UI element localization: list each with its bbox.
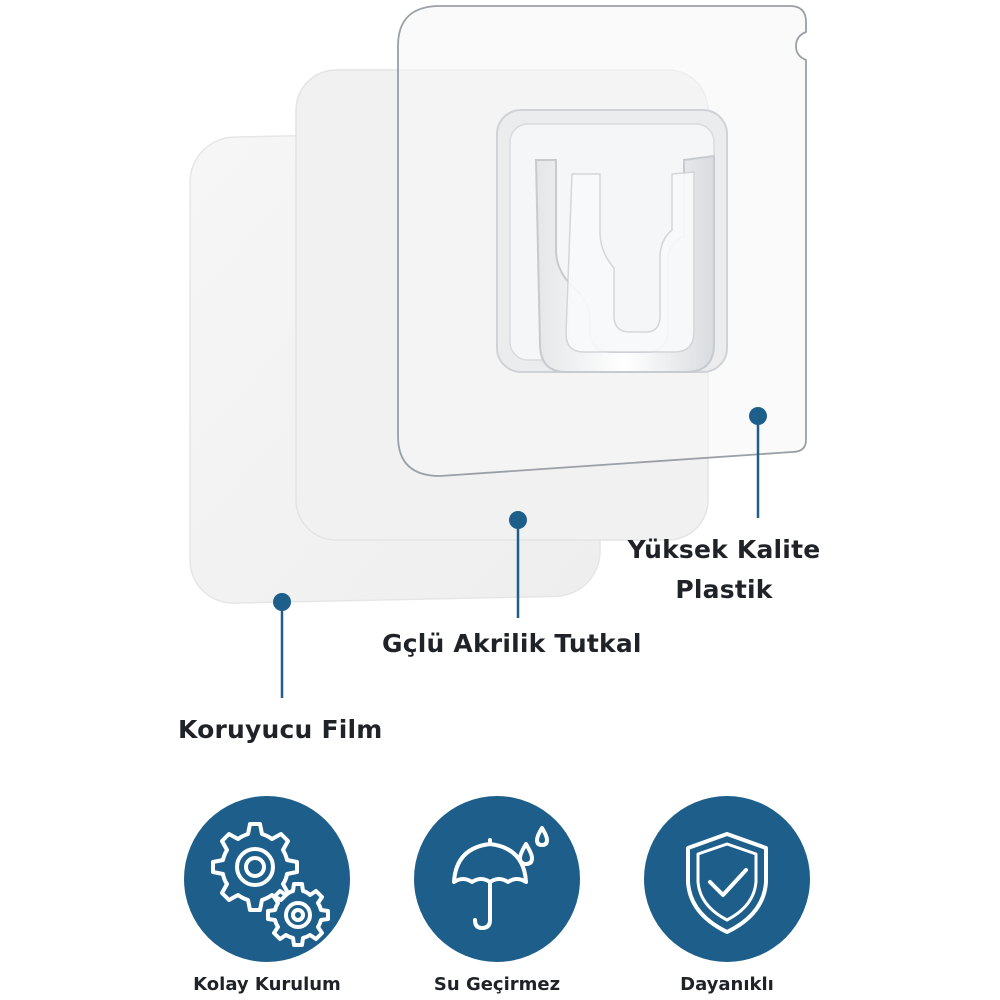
feature-durable: Dayanıklı [627, 796, 827, 995]
umbrella-rain-icon [452, 826, 549, 930]
feature-label: Kolay Kurulum [193, 974, 341, 995]
gears-icon [211, 822, 330, 947]
feature-circle [184, 796, 350, 962]
callout-label-plastic: Yüksek Kalite Plastik [604, 530, 844, 610]
callout-film-pointer [273, 593, 291, 698]
hook-icon [496, 109, 728, 373]
shield-check-icon [686, 832, 768, 934]
feature-waterproof: Su Geçirmez [397, 796, 597, 995]
feature-label: Su Geçirmez [433, 974, 561, 995]
callout-plastic-line2: Plastik [675, 575, 773, 604]
feature-circle [644, 796, 810, 962]
callout-label-film: Koruyucu Film [178, 715, 383, 744]
callout-plastic-pointer [749, 407, 767, 518]
callout-label-adhesive: Gçlü Akrilik Tutkal [382, 629, 642, 658]
feature-circle [414, 796, 580, 962]
feature-label: Dayanıklı [680, 974, 774, 995]
callout-plastic-line1: Yüksek Kalite [627, 535, 821, 564]
callout-adhesive-pointer [509, 511, 527, 618]
feature-easy-install: Kolay Kurulum [167, 796, 367, 995]
